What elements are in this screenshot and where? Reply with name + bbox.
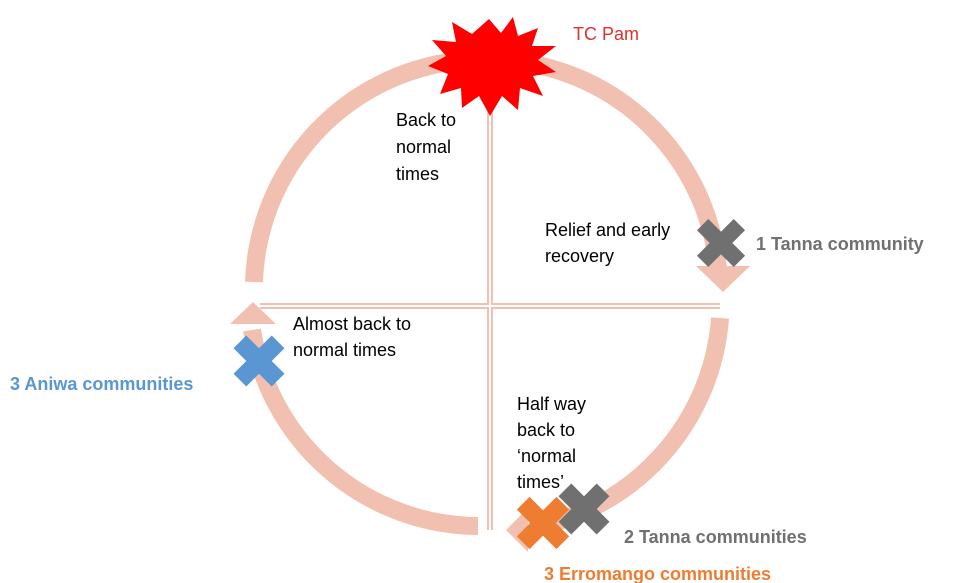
marker-aniwa-3: 3 Aniwa communities <box>10 335 285 394</box>
arrowhead-up-icon <box>230 302 276 324</box>
x-marker-icon <box>233 335 285 387</box>
arrowhead-down-icon <box>696 266 750 292</box>
marker-tanna-1: 1 Tanna community <box>696 218 924 268</box>
quadrant-dividers <box>260 60 720 530</box>
x-marker-icon <box>696 218 746 268</box>
marker-label-tanna-1: 1 Tanna community <box>756 234 924 254</box>
cycle-arcs <box>243 51 729 537</box>
marker-label-aniwa-3: 3 Aniwa communities <box>10 374 193 394</box>
quadrant-bottom-left-text: Almost back to normal times <box>293 314 416 360</box>
cycle-arc-top-left <box>245 51 469 283</box>
quadrant-top-left-text: Back to normal times <box>396 110 461 184</box>
x-marker-icon <box>516 496 570 550</box>
explosion-star-icon <box>428 17 556 116</box>
marker-label-tanna-2: 2 Tanna communities <box>624 527 807 547</box>
marker-tanna-2: 2 Tanna communities <box>558 483 807 547</box>
x-marker-icon <box>558 483 610 535</box>
quadrant-top-right-text: Relief and early recovery <box>545 220 675 266</box>
quadrant-bottom-right-text: Half way back to ‘normal times’ <box>517 394 591 492</box>
marker-label-erromango-3: 3 Erromango communities <box>544 564 771 583</box>
marker-erromango-3: 3 Erromango communities <box>516 496 771 583</box>
event-label: TC Pam <box>573 24 639 44</box>
